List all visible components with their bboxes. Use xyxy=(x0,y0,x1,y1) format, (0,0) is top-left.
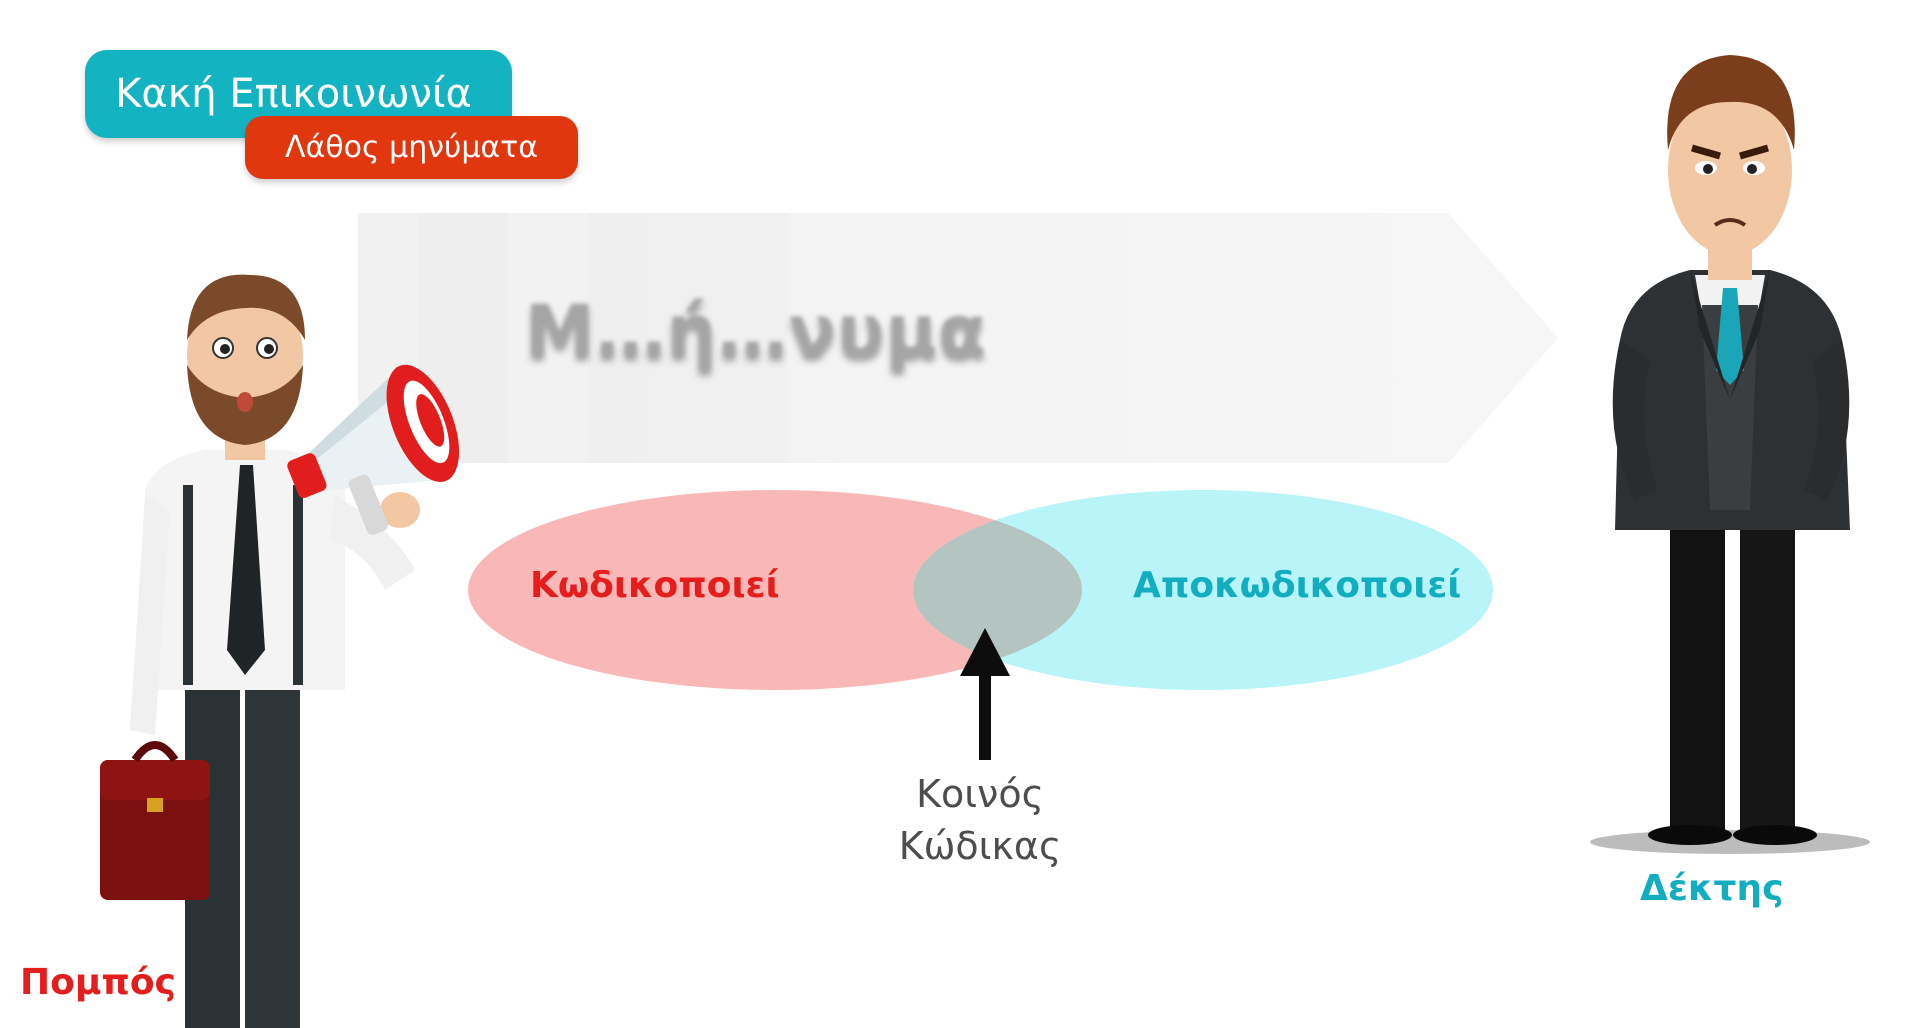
common-code-line1: Κοινός xyxy=(916,772,1044,816)
decode-ellipse xyxy=(913,490,1493,690)
message-arrow-band xyxy=(358,213,1558,463)
sender-label: Πομπός xyxy=(20,962,176,1003)
decode-label: Αποκωδικοποιεί xyxy=(1133,565,1462,606)
encode-label: Κωδικοποιεί xyxy=(530,565,780,606)
man-with-megaphone-icon xyxy=(100,274,460,1028)
message-text: Μ…ή…νυμα xyxy=(525,290,988,372)
encode-ellipse xyxy=(468,490,1082,690)
venn-diagram xyxy=(468,490,1493,690)
common-code-label: Κοινός Κώδικας xyxy=(860,768,1100,872)
common-code-line2: Κώδικας xyxy=(898,824,1062,868)
up-arrow-icon xyxy=(960,628,1010,760)
receiver-label: Δέκτης xyxy=(1640,868,1784,909)
subtitle-badge: Λάθος μηνύματα xyxy=(245,116,578,179)
man-in-suit-icon xyxy=(1590,55,1870,854)
